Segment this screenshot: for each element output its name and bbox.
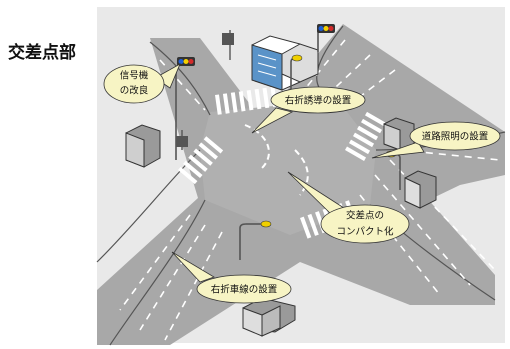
sign-box-icon	[176, 136, 188, 147]
callout-compact-line-1: 交差点の	[346, 210, 384, 222]
callouts: 信号機 の改良 右折誘導の設置 道路照明の設置 交差点の コンパクト化 右折車線…	[103, 63, 501, 304]
traffic-signal-icon	[177, 57, 195, 66]
right-turn-guide-line	[244, 124, 270, 169]
lane-line	[359, 194, 441, 296]
callout-signal-line-2: の改良	[120, 85, 149, 97]
lane-line	[159, 59, 206, 111]
callout-right-turn-lane-text: 右折車線の設置	[211, 284, 278, 296]
street-lamp-pole	[239, 223, 247, 260]
road-edge-w	[96, 149, 201, 263]
traffic-signal-icon	[317, 24, 335, 33]
callout-compact-line-2: コンパクト化	[336, 226, 394, 238]
building-box-south	[242, 297, 296, 337]
sign-box-icon	[222, 33, 234, 45]
lane-line	[119, 214, 191, 311]
callout-street-light-text: 道路照明の設置	[422, 131, 489, 143]
buildings	[125, 35, 437, 337]
callout-right-turn-lane: 右折車線の設置	[171, 251, 292, 304]
street-lamp-icon	[291, 54, 303, 62]
right-turn-guides	[244, 124, 309, 196]
crosswalk-east	[345, 111, 387, 161]
callout-right-turn-guide-text: 右折誘導の設置	[285, 95, 352, 107]
street-furniture	[175, 24, 401, 260]
callout-street-light: 道路照明の設置	[371, 121, 501, 159]
callout-compact: 交差点の コンパクト化	[287, 171, 410, 244]
building-box-east-lower	[404, 170, 437, 209]
callout-signal: 信号機 の改良	[103, 63, 181, 104]
callout-right-turn-guide: 右折誘導の設置	[251, 86, 366, 134]
road-edge-nw	[149, 41, 211, 116]
callout-signal-line-1: 信号機	[120, 70, 149, 82]
lane-line	[374, 174, 471, 286]
crosswalk-west	[178, 136, 224, 185]
street-lamp-icon	[260, 220, 272, 228]
side-title: 交差点部	[8, 43, 76, 63]
road-edge-sw	[109, 199, 206, 346]
building-box-west	[125, 124, 161, 168]
right-turn-guide-line	[294, 149, 309, 196]
building-blue	[251, 35, 319, 91]
